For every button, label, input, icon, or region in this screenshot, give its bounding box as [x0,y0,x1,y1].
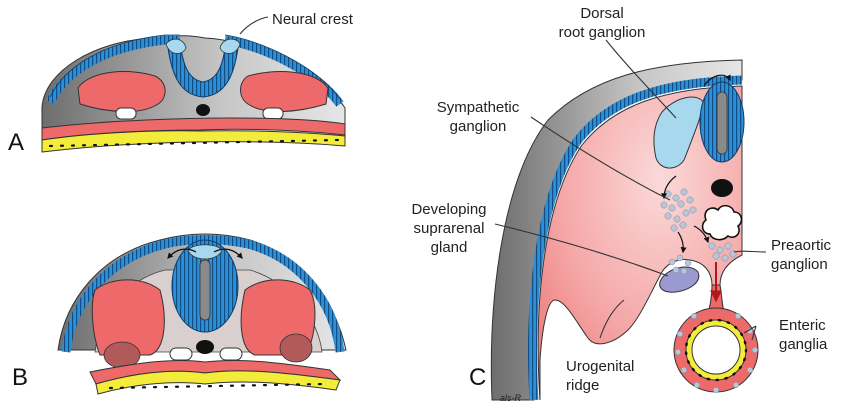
label-suprarenal-line1: Developing [411,201,486,218]
label-urogenital-line2: ridge [566,377,599,394]
label-dorsal-line2: root ganglion [559,24,646,41]
label-dorsal-line1: Dorsal [580,5,623,22]
artist-signature: als-R [500,393,522,403]
label-neural-crest: Neural crest [272,11,354,28]
label-sympathetic-line1: Sympathetic [437,99,520,116]
label-suprarenal-line2: suprarenal [414,220,485,237]
panel-label-b: B [12,364,28,391]
panel-c-embryo [491,40,766,400]
label-preaortic-line1: Preaortic [771,237,832,254]
panel-b-embryo [58,234,346,394]
label-sympathetic-line2: ganglion [450,118,507,135]
panel-a-embryo [42,17,345,152]
label-enteric-line1: Enteric [779,317,826,334]
label-urogenital-line1: Urogenital [566,358,634,375]
label-suprarenal-line3: gland [431,239,468,256]
label-preaortic-line2: ganglion [771,256,828,273]
label-enteric-line2: ganglia [779,336,828,353]
panel-label-a: A [8,129,24,156]
panel-label-c: C [469,364,486,391]
